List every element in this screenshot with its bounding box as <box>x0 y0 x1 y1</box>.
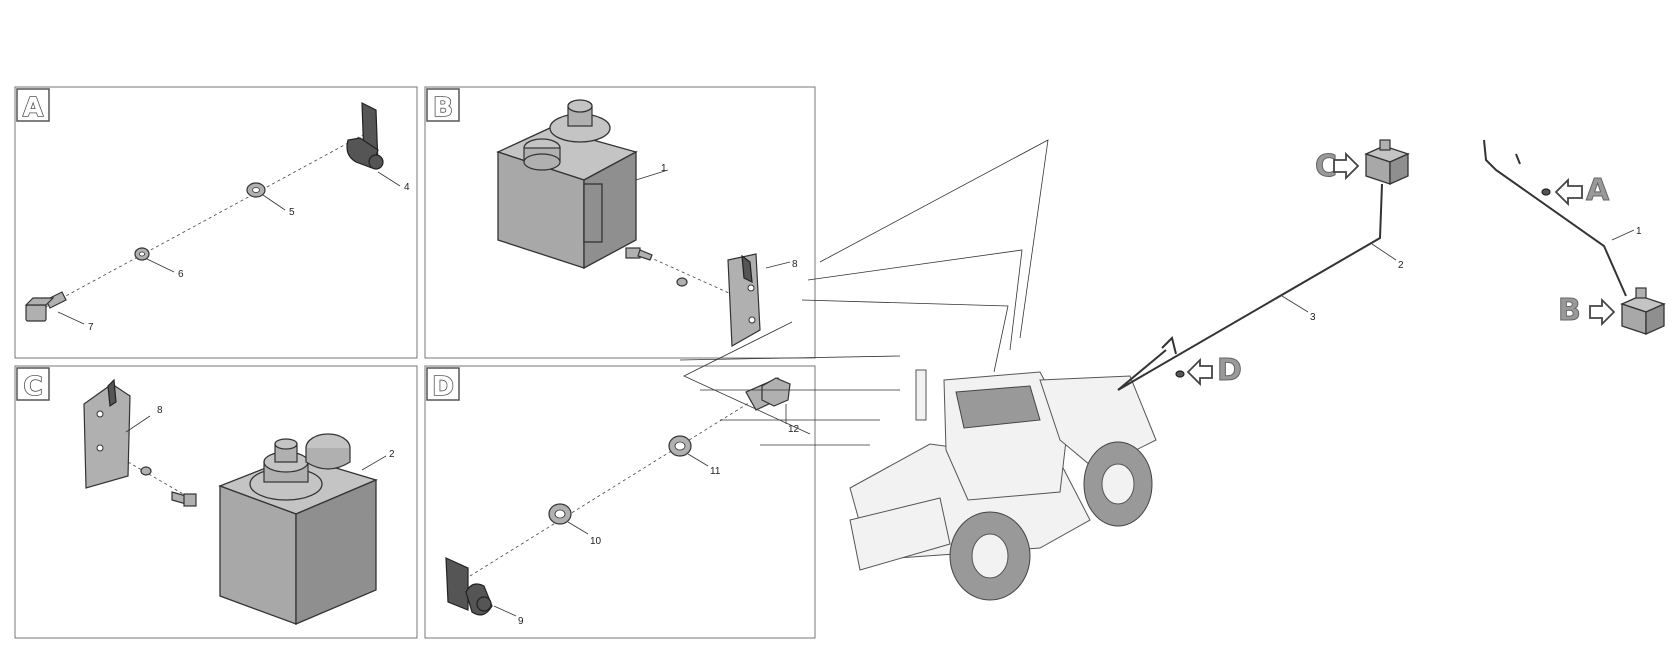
panel-d-tag <box>426 367 460 401</box>
callout-5: 5 <box>289 207 295 218</box>
callout-2-c: 2 <box>389 449 395 460</box>
tractor-window <box>955 385 1041 429</box>
callout-11: 11 <box>710 466 721 477</box>
panel-a-letter: A <box>23 93 43 123</box>
callout-12: 12 <box>788 424 800 435</box>
overview-tank-c <box>1364 139 1410 186</box>
panel-a-frame <box>14 86 418 359</box>
arrow-b-icon <box>1589 297 1616 327</box>
panel-b: B 1 8 <box>424 86 816 359</box>
callout-6: 6 <box>178 269 184 280</box>
callout-7: 7 <box>88 322 94 333</box>
washer-part-5 <box>246 182 266 198</box>
callout-10: 10 <box>590 536 602 547</box>
view-label-a: A <box>1586 173 1610 208</box>
view-label-c: C <box>1315 149 1337 184</box>
panel-b-letter: B <box>433 93 453 123</box>
tractor-grille <box>849 497 951 571</box>
panel-c-letter: C <box>23 372 42 402</box>
tractor-illustration <box>679 139 1157 601</box>
callout-1-overview: 1 <box>1636 226 1642 237</box>
arrow-d-icon <box>1186 357 1213 387</box>
nut-part-b <box>676 277 688 287</box>
view-label-d: D <box>1217 353 1242 388</box>
callout-8-b: 8 <box>792 259 798 270</box>
bolt-part-12 <box>745 377 791 411</box>
bolt-part-7 <box>24 291 67 322</box>
panel-b-assembly-line <box>637 251 741 299</box>
arrow-c-icon <box>1333 151 1360 181</box>
callout-2-overview: 2 <box>1398 260 1404 271</box>
panel-c-tag <box>16 367 50 401</box>
nut-part-6 <box>134 247 150 261</box>
washer-tank-part-1 <box>496 99 638 270</box>
panel-b-tag <box>426 88 460 122</box>
tractor-exhaust <box>915 369 927 421</box>
panel-a: A 4 5 6 7 <box>14 86 418 359</box>
panel-d-frame <box>424 365 816 639</box>
panel-c: C 8 2 <box>14 365 418 639</box>
overview-tank-b <box>1620 287 1666 336</box>
washer-part-10 <box>548 503 572 525</box>
washer-system-overview: C 2 3 D 1 A B <box>1117 139 1666 391</box>
view-label-b: B <box>1558 293 1581 328</box>
hose-2 <box>1117 183 1383 391</box>
bracket-part-9 <box>445 557 493 616</box>
callout-1-b: 1 <box>661 163 667 174</box>
callout-4: 4 <box>404 182 410 193</box>
panel-a-assembly-line <box>39 129 373 311</box>
washer-tank-part-2 <box>218 433 378 625</box>
bracket-part-8-c <box>83 378 131 489</box>
panel-d-assembly-line <box>469 395 761 577</box>
panel-d: D 12 11 10 9 <box>424 365 816 639</box>
nut-part-c <box>140 466 152 476</box>
bolt-part-c <box>171 491 197 507</box>
bracket-part-8-b <box>727 253 761 348</box>
panel-a-tag <box>16 88 50 122</box>
panel-d-letter: D <box>432 372 454 402</box>
bracket-part-4 <box>346 102 384 170</box>
callout-9: 9 <box>518 616 524 627</box>
callout-8-c: 8 <box>157 405 163 416</box>
callout-3-overview: 3 <box>1310 312 1316 323</box>
hose-3 <box>1117 349 1167 391</box>
washer-part-11 <box>668 435 692 457</box>
bolt-part-b <box>625 247 653 261</box>
hose-1 <box>1483 139 1627 297</box>
arrow-a-icon <box>1554 177 1583 207</box>
